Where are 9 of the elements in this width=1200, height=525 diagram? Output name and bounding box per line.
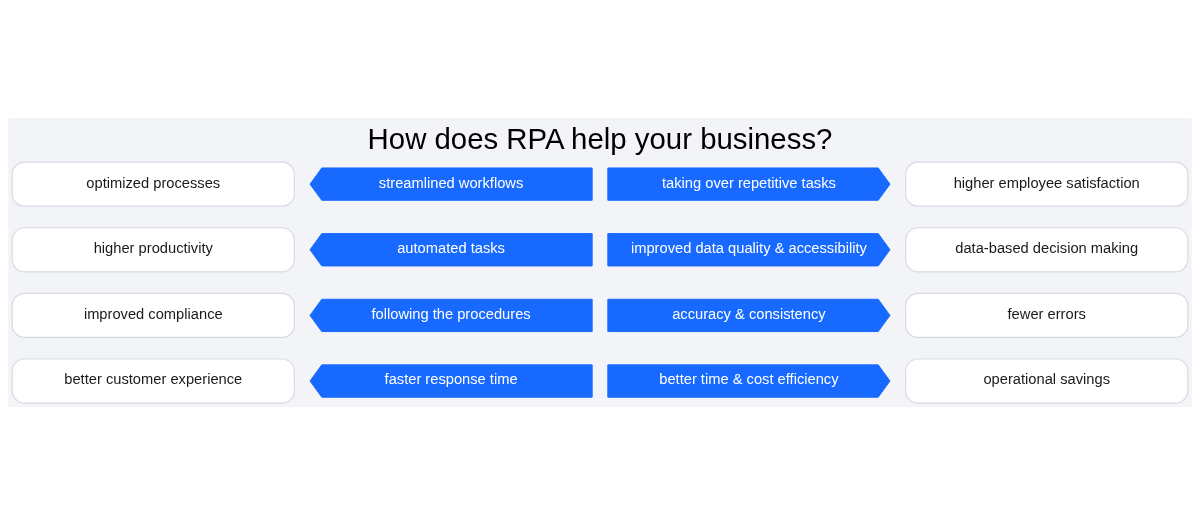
- node-box: fewer errors: [905, 292, 1189, 339]
- node-box: higher employee satisfaction: [905, 161, 1189, 207]
- node-box: better customer experience: [11, 358, 295, 404]
- node-box: operational savings: [905, 358, 1189, 404]
- node-box: improved compliance: [11, 292, 295, 339]
- node-box: optimized processes: [11, 161, 295, 207]
- node-box: data-based decision making: [905, 227, 1189, 273]
- diagram-title: How does RPA help your business?: [367, 122, 833, 156]
- node-box: higher productivity: [11, 227, 295, 273]
